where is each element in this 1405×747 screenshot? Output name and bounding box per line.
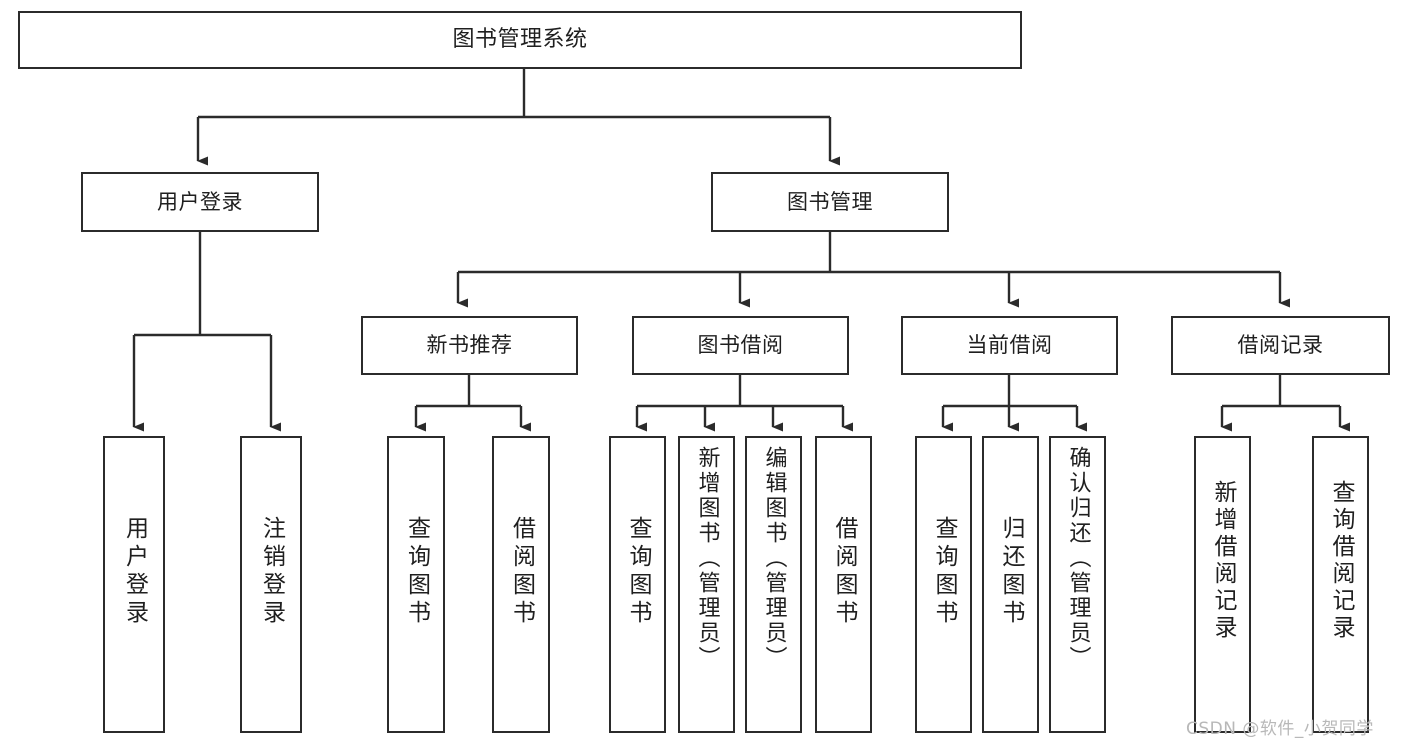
- node-book-management-system[interactable]: 图书管理系统: [18, 11, 1022, 69]
- node-label: 查询图书: [931, 516, 957, 628]
- node-book-borrow[interactable]: 图书借阅: [632, 316, 849, 375]
- node-borrow-record[interactable]: 借阅记录: [1171, 316, 1390, 375]
- node-book-management[interactable]: 图书管理: [711, 172, 949, 232]
- node-label: 确认归还（管理员）: [1065, 446, 1091, 671]
- node-current-borrow[interactable]: 当前借阅: [901, 316, 1118, 375]
- node-label: 图书借阅: [697, 333, 784, 358]
- leaf-record-query-borrow-record[interactable]: 查询借阅记录: [1312, 436, 1369, 733]
- node-label: 借阅记录: [1237, 333, 1324, 358]
- node-label: 新增图书（管理员）: [694, 446, 720, 671]
- leaf-recommend-query-book[interactable]: 查询图书: [387, 436, 445, 733]
- watermark-text: CSDN @软件_小贺同学: [1186, 719, 1374, 739]
- leaf-borrow-edit-book-admin[interactable]: 编辑图书（管理员）: [745, 436, 802, 733]
- node-label: 用户登录: [121, 516, 148, 628]
- node-label: 查询图书: [625, 516, 651, 628]
- node-label: 注销登录: [258, 516, 285, 628]
- node-label: 查询图书: [403, 516, 430, 628]
- node-label: 新书推荐: [426, 333, 513, 358]
- leaf-recommend-borrow-book[interactable]: 借阅图书: [492, 436, 550, 733]
- node-new-book-recommend[interactable]: 新书推荐: [361, 316, 578, 375]
- node-user-login[interactable]: 用户登录: [81, 172, 319, 232]
- node-label: 图书管理: [787, 189, 873, 214]
- leaf-borrow-add-book-admin[interactable]: 新增图书（管理员）: [678, 436, 735, 733]
- leaf-current-confirm-return-admin[interactable]: 确认归还（管理员）: [1049, 436, 1106, 733]
- node-label: 归还图书: [998, 516, 1024, 628]
- leaf-current-return-book[interactable]: 归还图书: [982, 436, 1039, 733]
- leaf-current-query-book[interactable]: 查询图书: [915, 436, 972, 733]
- node-label: 用户登录: [157, 189, 243, 214]
- node-label: 借阅图书: [508, 516, 535, 628]
- node-label: 编辑图书（管理员）: [761, 446, 787, 671]
- leaf-borrow-query-book[interactable]: 查询图书: [609, 436, 666, 733]
- node-label: 查询借阅记录: [1328, 480, 1354, 642]
- leaf-user-login[interactable]: 用户登录: [103, 436, 165, 733]
- leaf-logout-login[interactable]: 注销登录: [240, 436, 302, 733]
- node-label: 新增借阅记录: [1210, 480, 1236, 642]
- node-label: 图书管理系统: [452, 27, 588, 53]
- leaf-record-add-borrow-record[interactable]: 新增借阅记录: [1194, 436, 1251, 733]
- node-label: 当前借阅: [966, 333, 1053, 358]
- leaf-borrow-borrow-book[interactable]: 借阅图书: [815, 436, 872, 733]
- node-label: 借阅图书: [831, 516, 857, 628]
